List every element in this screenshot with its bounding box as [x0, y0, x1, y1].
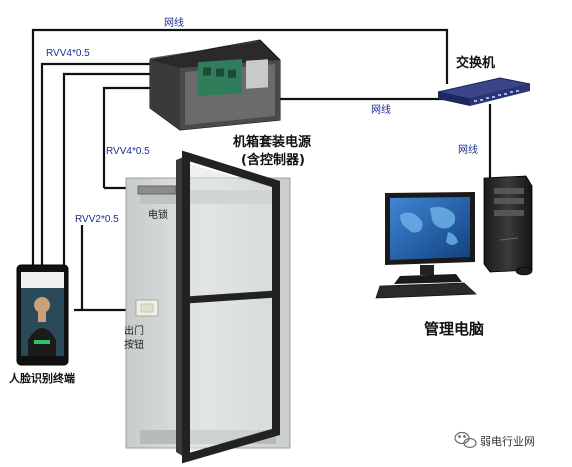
label-rvv4-top: RVV4*0.5 [46, 48, 90, 59]
rvv4-cable-lock-box [102, 86, 150, 188]
pc-mouse [515, 266, 533, 276]
label-exit-button-2: 按钮 [124, 340, 144, 351]
watermark-text: 弱电行业网 [480, 435, 535, 448]
rvv4-cable-terminal-box [40, 62, 152, 268]
label-switch: 交换机 [456, 56, 496, 71]
electric-lock [137, 185, 177, 195]
door [176, 150, 280, 464]
label-power-box-1: 机箱套装电源 [233, 135, 312, 150]
label-management-pc: 管理电脑 [424, 320, 485, 338]
label-exit-button-1: 出门 [124, 326, 144, 337]
label-face-terminal: 人脸识别终端 [9, 372, 75, 385]
label-power-box-2: (含控制器) [241, 153, 305, 168]
network-switch [437, 77, 531, 106]
label-network-top: 网线 [164, 18, 184, 29]
label-electric-lock: 电锁 [148, 210, 168, 221]
label-rvv4-mid: RVV4*0.5 [106, 146, 150, 157]
rvv2-cable-button-box [62, 72, 150, 268]
label-network-middle: 网线 [371, 105, 391, 116]
network-cable-terminal-switch [31, 28, 449, 268]
wires [31, 28, 492, 312]
pc-monitor [385, 192, 475, 284]
power-box-controller [149, 39, 281, 131]
exit-button [135, 299, 159, 317]
pc-keyboard [375, 282, 477, 299]
wechat-icon [454, 431, 477, 449]
pc-tower [483, 175, 533, 273]
face-terminal [16, 264, 69, 366]
label-rvv2: RVV2*0.5 [75, 214, 119, 225]
label-network-right: 网线 [458, 145, 478, 156]
